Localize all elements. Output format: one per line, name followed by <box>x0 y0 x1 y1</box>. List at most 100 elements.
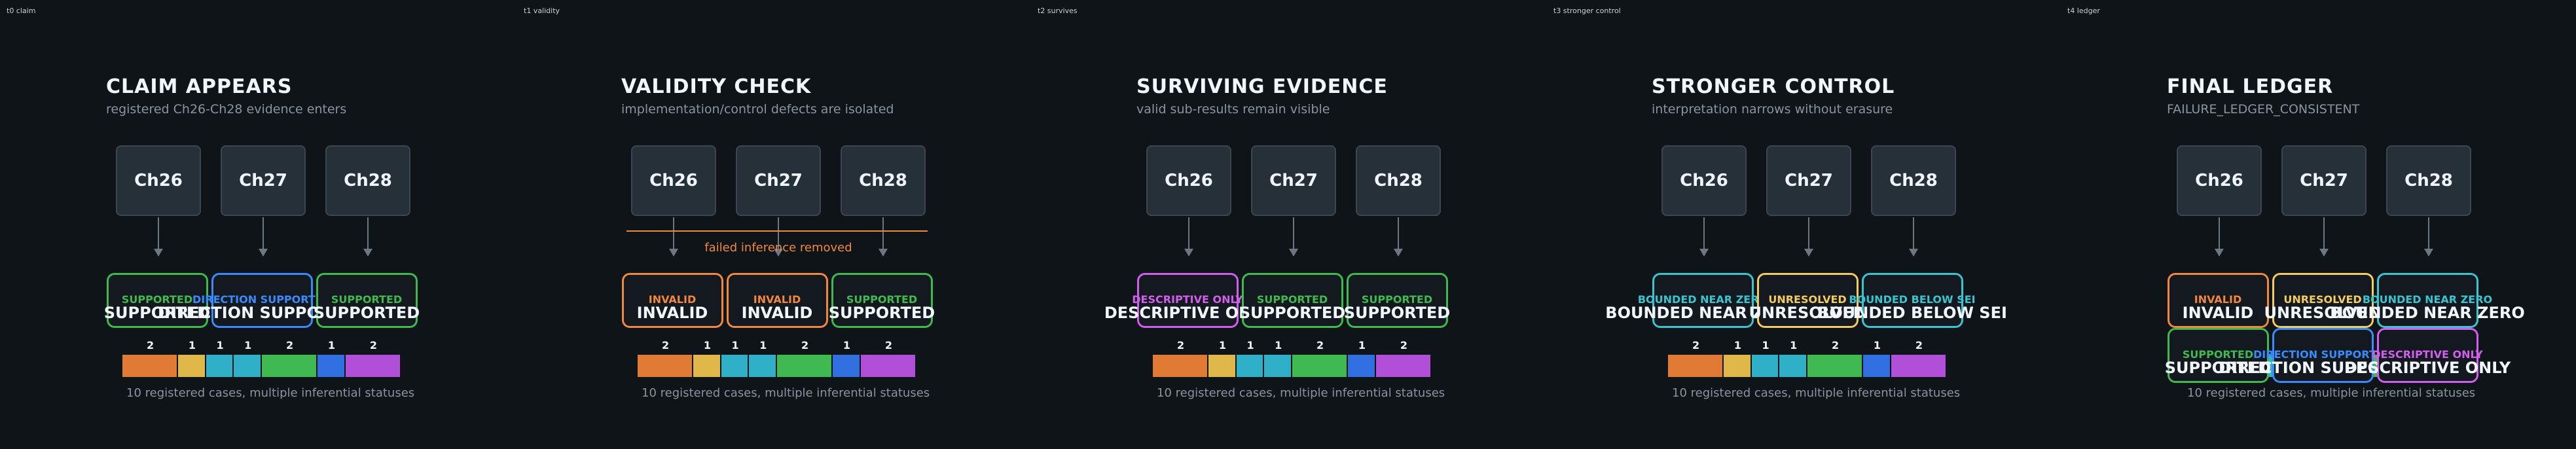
frame-tab-label: t1 validity <box>524 7 560 15</box>
chapter-box-ch27: Ch27 <box>221 145 306 216</box>
status-label: SUPPORTED <box>103 304 211 322</box>
ledger-bar-segment <box>1779 355 1806 377</box>
arrow-head-icon <box>154 249 163 257</box>
frame-tab-label: t3 stronger control <box>1553 7 1621 15</box>
status-label-small: BOUNDED BELOW SEI <box>1849 293 1976 306</box>
panel-title: VALIDITY CHECK <box>621 75 812 98</box>
arrow-head-icon <box>259 249 268 257</box>
status-label: SUPPORTED <box>828 304 935 322</box>
status-box <box>1137 273 1239 328</box>
status-label: BOUNDED BELOW SEI <box>1817 304 2007 322</box>
status-box <box>316 273 418 328</box>
ledger-bar-segment <box>178 355 205 377</box>
status-box <box>727 273 828 328</box>
status-label-small: SUPPORTED <box>331 293 403 306</box>
ledger-bar-segment <box>122 355 177 377</box>
status-box <box>622 273 723 328</box>
ledger-bar-count: 2 <box>662 339 670 351</box>
ledger-bar-count: 2 <box>286 339 294 351</box>
ledger-bar-count: 2 <box>369 339 377 351</box>
ledger-bar-count: 1 <box>703 339 712 351</box>
status-label: INVALID <box>636 304 708 322</box>
chapter-box-ch27: Ch27 <box>1766 145 1851 216</box>
status-box <box>2272 328 2374 383</box>
chapter-box-ch27: Ch27 <box>1251 145 1336 216</box>
ledger-bar-count: 1 <box>216 339 224 351</box>
frame-tab-label: t2 survives <box>1038 7 1078 15</box>
status-label: SUPPORTED <box>2164 359 2272 377</box>
status-box <box>211 273 313 328</box>
ledger-bar-segment <box>234 355 261 377</box>
ledger-caption: 10 registered cases, multiple inferentia… <box>1672 386 1961 400</box>
status-label: UNRESOLVED <box>2264 304 2382 322</box>
status-label: DESCRIPTIVE ONLY <box>2344 359 2511 377</box>
arrow-line <box>882 217 884 250</box>
panel-title: CLAIM APPEARS <box>106 75 293 98</box>
ledger-bar-segment <box>721 355 748 377</box>
status-label: UNRESOLVED <box>1749 304 1866 322</box>
frame-tab-label: t4 ledger <box>2067 7 2100 15</box>
arrow-head-icon <box>2215 249 2224 257</box>
panel-subtitle: valid sub-results remain visible <box>1136 102 1330 117</box>
status-label-small: SUPPORTED <box>1256 293 1328 306</box>
arrow-head-icon <box>879 249 888 257</box>
ledger-bar-segment <box>345 355 400 377</box>
ledger-bar-count: 1 <box>1762 339 1769 351</box>
status-label-small: DIRECTION SUPPORTED <box>2253 348 2392 361</box>
frame-tab-label: t0 claim <box>7 7 36 15</box>
arrow-line <box>1293 217 1294 250</box>
status-box <box>2272 273 2374 328</box>
ledger-bar-count: 1 <box>244 339 252 351</box>
ledger-bar-count: 1 <box>1358 339 1366 351</box>
status-label-small: BOUNDED NEAR ZERO <box>1637 293 1768 306</box>
ledger-bar-segment <box>1264 355 1291 377</box>
chapter-box-ch28: Ch28 <box>1871 145 1956 216</box>
arrow-line <box>1808 217 1809 250</box>
ledger-bar-segment <box>262 355 317 377</box>
chapter-box-ch27: Ch27 <box>736 145 821 216</box>
ledger-bar-segment <box>317 355 344 377</box>
arrow-head-icon <box>774 249 783 257</box>
status-label: SUPPORTED <box>1343 304 1451 322</box>
arrow-line <box>2323 217 2325 250</box>
panel-title: SURVIVING EVIDENCE <box>1136 75 1388 98</box>
arrow-head-icon <box>1909 249 1918 257</box>
ledger-bar-count: 1 <box>759 339 767 351</box>
ledger-bar-segment <box>1153 355 1208 377</box>
arrow-line <box>367 217 369 250</box>
ledger-bar-count: 1 <box>1733 339 1742 351</box>
status-label-small: SUPPORTED <box>121 293 193 306</box>
status-box <box>107 273 208 328</box>
status-label-small: SUPPORTED <box>846 293 918 306</box>
ledger-bar-count: 1 <box>1246 339 1254 351</box>
status-label: BOUNDED NEAR ZERO <box>2330 304 2525 322</box>
ledger-bar-count: 1 <box>843 339 851 351</box>
status-box <box>2168 328 2269 383</box>
status-label-small: INVALID <box>648 293 697 306</box>
arrow-head-icon <box>2319 249 2329 257</box>
chapter-box-ch26: Ch26 <box>1146 145 1231 216</box>
arrow-head-icon <box>1804 249 1813 257</box>
chapter-box-ch26: Ch26 <box>2177 145 2262 216</box>
panel-title: STRONGER CONTROL <box>1652 75 1895 98</box>
ledger-bar-count: 1 <box>1218 339 1227 351</box>
status-label-small: DIRECTION SUPPORTED <box>192 293 331 306</box>
status-box <box>2168 273 2269 328</box>
status-box <box>831 273 933 328</box>
arrow-head-icon <box>669 249 678 257</box>
arrow-head-icon <box>2424 249 2433 257</box>
arrow-head-icon <box>1289 249 1298 257</box>
ledger-bar-segment <box>860 355 915 377</box>
ledger-bar-segment <box>1292 355 1347 377</box>
status-box <box>1652 273 1754 328</box>
status-label: SUPPORTED <box>1239 304 1346 322</box>
status-box <box>1757 273 1859 328</box>
ledger-bar-count: 2 <box>801 339 809 351</box>
arrow-line <box>2219 217 2220 250</box>
arrow-line <box>158 217 159 250</box>
arrow-line <box>1398 217 1399 250</box>
chapter-box-ch28: Ch28 <box>2386 145 2471 216</box>
